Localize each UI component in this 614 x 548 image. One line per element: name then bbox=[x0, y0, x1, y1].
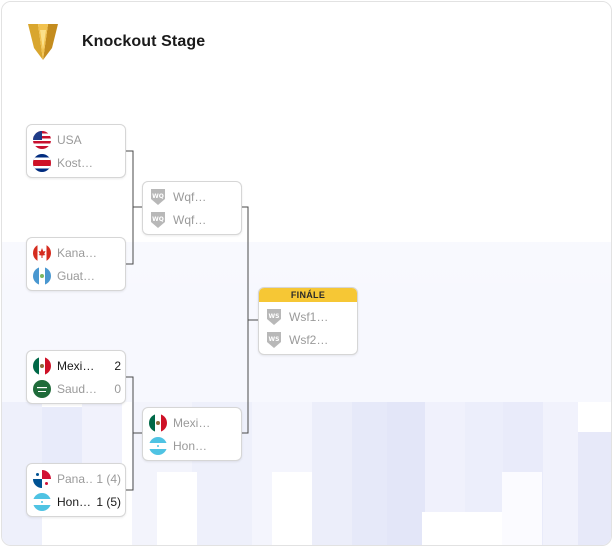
svg-text:WS: WS bbox=[269, 313, 280, 320]
header: Knockout Stage bbox=[26, 20, 205, 64]
team-name: Hon… bbox=[57, 495, 92, 509]
team-score: 1 (4) bbox=[96, 472, 121, 486]
team-row: Kost… bbox=[33, 153, 121, 173]
semifinal-match-1[interactable]: WQ Wqf… WQ Wqf… bbox=[142, 181, 242, 235]
team-name: Kana… bbox=[57, 246, 98, 260]
saudi-arabia-flag-icon bbox=[33, 380, 51, 398]
quarterfinal-match-2[interactable]: Kana… Guat… bbox=[26, 237, 126, 291]
team-row: Guat… bbox=[33, 266, 121, 286]
page-title: Knockout Stage bbox=[82, 33, 206, 50]
mexico-flag-icon bbox=[33, 357, 51, 375]
quarterfinal-match-1[interactable]: USA Kost… bbox=[26, 124, 126, 178]
team-row: Hon… 1 (5) bbox=[33, 492, 121, 512]
team-row: Pana… 1 (4) bbox=[33, 469, 121, 489]
team-name: Wqf… bbox=[173, 190, 207, 204]
team-row: WQ Wqf… bbox=[149, 187, 237, 207]
team-row: Mexi… bbox=[149, 413, 237, 433]
svg-text:WS: WS bbox=[269, 336, 280, 343]
team-row: WQ Wqf… bbox=[149, 210, 237, 230]
final-match[interactable]: FINÁLE WS Wsf1… WS Wsf2… bbox=[258, 287, 358, 355]
gold-cup-trophy-icon bbox=[28, 24, 58, 60]
semifinal-winner-badge-icon: WS bbox=[267, 332, 281, 348]
mexico-flag-icon bbox=[149, 414, 167, 432]
svg-text:WQ: WQ bbox=[152, 193, 164, 200]
team-name: Guat… bbox=[57, 269, 96, 283]
team-name: Wsf1… bbox=[289, 310, 329, 324]
quarterfinal-match-4[interactable]: Pana… 1 (4) Hon… 1 (5) bbox=[26, 463, 126, 517]
team-name: Pana… bbox=[57, 472, 95, 486]
honduras-flag-icon bbox=[33, 493, 51, 511]
team-name: Mexi… bbox=[173, 416, 211, 430]
team-name: USA bbox=[57, 133, 82, 147]
team-score: 2 bbox=[114, 359, 121, 373]
usa-flag-icon bbox=[33, 131, 51, 149]
semifinal-winner-badge-icon: WS bbox=[267, 309, 281, 325]
team-name: Mexi… bbox=[57, 359, 95, 373]
team-row: Mexi… 2 bbox=[33, 356, 121, 376]
panama-flag-icon bbox=[33, 470, 51, 488]
canada-flag-icon bbox=[33, 244, 51, 262]
finale-label: FINÁLE bbox=[259, 288, 357, 302]
team-score: 1 (5) bbox=[96, 495, 121, 509]
team-row: WS Wsf1… bbox=[265, 307, 353, 327]
team-name: Hon… bbox=[173, 439, 208, 453]
team-name: Saud… bbox=[57, 382, 98, 396]
team-name: Kost… bbox=[57, 156, 94, 170]
semifinal-match-2[interactable]: Mexi… Hon… bbox=[142, 407, 242, 461]
team-row: Saud… 0 bbox=[33, 379, 121, 399]
team-row: Hon… bbox=[149, 436, 237, 456]
quarterfinal-match-3[interactable]: Mexi… 2 Saud… 0 bbox=[26, 350, 126, 404]
team-name: Wsf2… bbox=[289, 333, 329, 347]
quarterfinal-winner-badge-icon: WQ bbox=[151, 189, 165, 205]
team-row: Kana… bbox=[33, 243, 121, 263]
honduras-flag-icon bbox=[149, 437, 167, 455]
team-score: 0 bbox=[114, 382, 121, 396]
team-row: USA bbox=[33, 130, 121, 150]
team-name: Wqf… bbox=[173, 213, 207, 227]
costa-rica-flag-icon bbox=[33, 154, 51, 172]
guatemala-flag-icon bbox=[33, 267, 51, 285]
svg-text:WQ: WQ bbox=[152, 216, 164, 223]
quarterfinal-winner-badge-icon: WQ bbox=[151, 212, 165, 228]
team-row: WS Wsf2… bbox=[265, 330, 353, 350]
